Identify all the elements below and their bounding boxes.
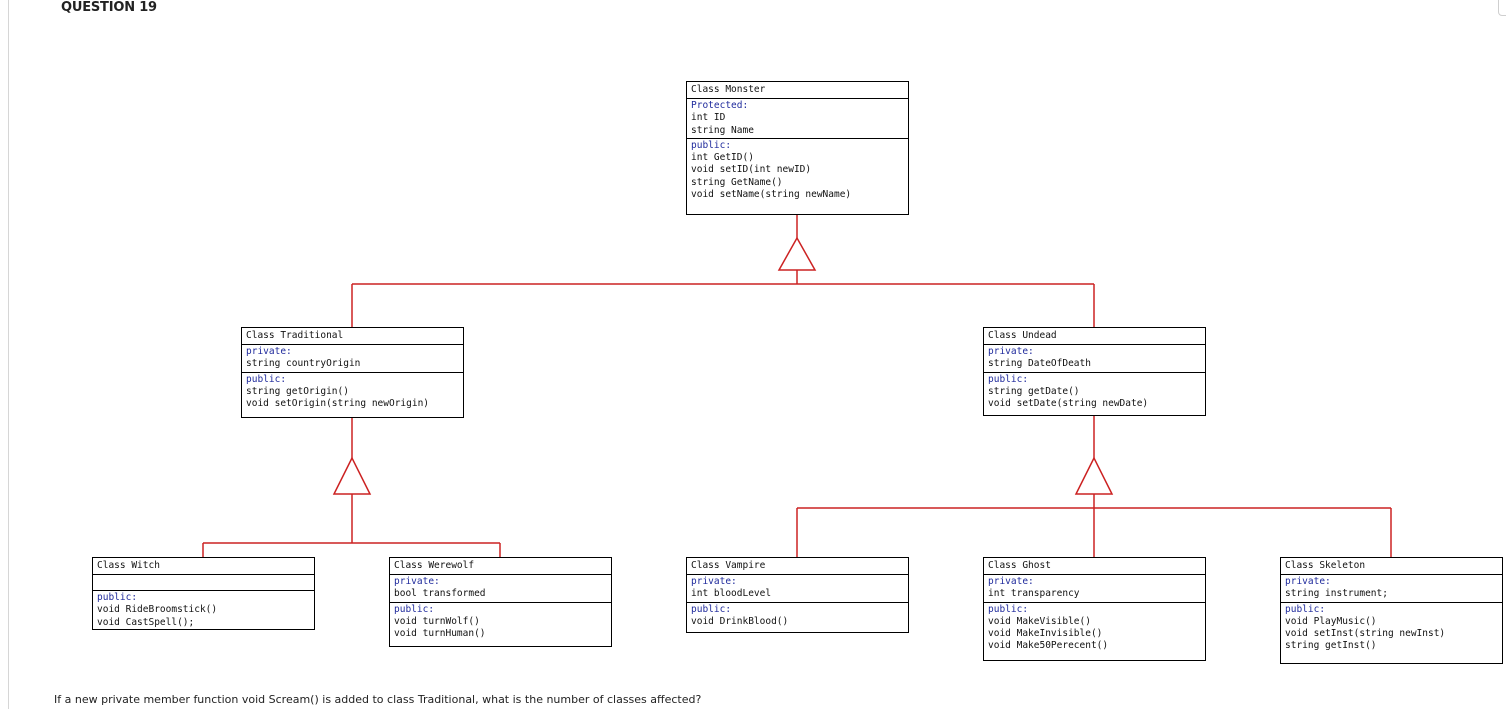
class-undead: Class Undead private: string DateOfDeath… [983, 327, 1206, 416]
member: string Name [691, 124, 754, 136]
member: void setName(string newName) [691, 189, 852, 201]
class-vampire: Class Vampire private: int bloodLevel pu… [686, 557, 909, 633]
monster-inherit-triangle [777, 236, 817, 271]
class-ghost-name: Class Ghost [984, 558, 1205, 575]
class-ghost-public: public: void MakeVisible() void MakeInvi… [984, 601, 1205, 654]
member: void DrinkBlood() [691, 615, 789, 627]
member: string getOrigin() [246, 385, 349, 397]
class-werewolf-public: public: void turnWolf() void turnHuman() [390, 601, 611, 642]
class-werewolf-private: private: bool transformed [390, 575, 611, 602]
member: void PlayMusic() [1285, 615, 1377, 627]
class-monster-protected: Protected: int ID string Name [687, 99, 908, 138]
class-traditional-name: Class Traditional [242, 328, 463, 345]
member: void setID(int newID) [691, 164, 812, 176]
class-skeleton-name: Class Skeleton [1281, 558, 1502, 575]
class-werewolf-name: Class Werewolf [390, 558, 611, 575]
traditional-inherit-triangle [332, 456, 372, 495]
public-label: public: [988, 373, 1029, 385]
member: void CastSpell(); [97, 616, 195, 628]
class-ghost-private: private: int transparency [984, 575, 1205, 602]
class-werewolf: Class Werewolf private: bool transformed… [389, 557, 612, 647]
class-witch-attributes-empty [93, 575, 314, 590]
private-label: private: [988, 346, 1034, 357]
member: string countryOrigin [246, 358, 361, 370]
page-left-border [8, 0, 9, 709]
class-traditional-private: private: string countryOrigin [242, 345, 463, 372]
class-undead-name: Class Undead [984, 328, 1205, 345]
public-label: public: [691, 139, 732, 151]
public-label: public: [1285, 603, 1326, 615]
member: void turnWolf() [394, 615, 480, 627]
member: void MakeVisible() [988, 615, 1091, 627]
scroll-edge [1498, 0, 1506, 16]
question-title: QUESTION 19 [61, 0, 157, 15]
class-undead-public: public: string getDate() void setDate(st… [984, 371, 1205, 412]
class-traditional: Class Traditional private: string countr… [241, 327, 464, 418]
class-monster-public: public: int GetID() void setID(int newID… [687, 137, 908, 202]
undead-inherit-triangle [1074, 456, 1114, 495]
member: bool transformed [394, 588, 486, 600]
class-undead-private: private: string DateOfDeath [984, 345, 1205, 372]
public-label: public: [691, 603, 732, 615]
private-label: private: [1285, 576, 1331, 587]
class-ghost: Class Ghost private: int transparency pu… [983, 557, 1206, 661]
public-label: public: [246, 373, 287, 385]
private-label: private: [246, 346, 292, 357]
class-witch-name: Class Witch [93, 558, 314, 575]
member: void setOrigin(string newOrigin) [246, 398, 430, 410]
member: void setDate(string newDate) [988, 398, 1149, 410]
member: string getInst() [1285, 640, 1377, 652]
class-skeleton-private: private: string instrument; [1281, 575, 1502, 602]
class-vampire-public: public: void DrinkBlood() [687, 601, 908, 630]
protected-label: Protected: [691, 100, 749, 111]
member: void MakeInvisible() [988, 628, 1103, 640]
class-witch-public: public: void RideBroomstick() void CastS… [93, 590, 314, 630]
class-vampire-private: private: int bloodLevel [687, 575, 908, 602]
member: string getDate() [988, 385, 1080, 397]
class-monster: Class Monster Protected: int ID string N… [686, 81, 909, 215]
member: int transparency [988, 588, 1080, 600]
member: void setInst(string newInst) [1285, 628, 1446, 640]
private-label: private: [394, 576, 440, 587]
public-label: public: [394, 603, 435, 615]
member: string instrument; [1285, 588, 1388, 600]
member: void Make50Perecent() [988, 640, 1109, 652]
member: void RideBroomstick() [97, 604, 218, 616]
public-label: public: [988, 603, 1029, 615]
public-label: public: [97, 592, 138, 603]
class-skeleton: Class Skeleton private: string instrumen… [1280, 557, 1503, 664]
question-text: If a new private member function void Sc… [54, 693, 702, 706]
class-vampire-name: Class Vampire [687, 558, 908, 575]
private-label: private: [988, 576, 1034, 587]
member: int ID [691, 112, 726, 124]
class-traditional-public: public: string getOrigin() void setOrigi… [242, 371, 463, 412]
class-witch: Class Witch public: void RideBroomstick(… [92, 557, 315, 630]
member: int GetID() [691, 152, 754, 164]
member: int bloodLevel [691, 588, 772, 600]
private-label: private: [691, 576, 737, 587]
member: void turnHuman() [394, 628, 486, 640]
member: string DateOfDeath [988, 358, 1091, 370]
member: string GetName() [691, 176, 783, 188]
class-skeleton-public: public: void PlayMusic() void setInst(st… [1281, 601, 1502, 654]
class-monster-name: Class Monster [687, 82, 908, 99]
